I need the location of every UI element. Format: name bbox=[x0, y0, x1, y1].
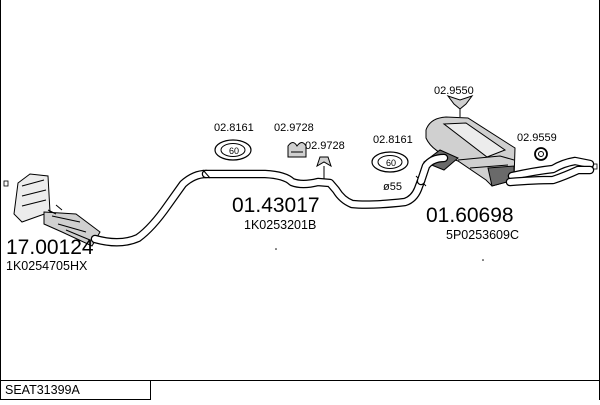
diagram-code: SEAT31399A bbox=[5, 383, 80, 397]
hanger-b-icon bbox=[316, 156, 332, 179]
rubber-mount-right-number: 02.8161 bbox=[373, 134, 413, 146]
front-pipe bbox=[90, 169, 211, 247]
catalyst-detail bbox=[21, 179, 47, 207]
catalyst-body bbox=[43, 211, 101, 247]
hanger-b-number: 02.9728 bbox=[305, 140, 345, 152]
catalyst-bolts bbox=[47, 204, 63, 215]
rubber-mount-left: 60 bbox=[214, 139, 252, 161]
rubber-mount-marking: 60 bbox=[229, 146, 239, 156]
end-marker-left bbox=[3, 180, 9, 187]
diameter-label: ø55 bbox=[383, 181, 402, 193]
rear-silencer-number: 01.60698 bbox=[426, 204, 514, 227]
top-bracket-icon bbox=[446, 95, 474, 117]
silencer-edge bbox=[457, 155, 515, 169]
side-ring-number: 02.9559 bbox=[517, 132, 557, 144]
dot-mark bbox=[275, 248, 277, 250]
top-bracket-number: 02.9550 bbox=[434, 85, 474, 97]
rear-silencer bbox=[422, 116, 516, 187]
rear-silencer-oem: 5P0253609C bbox=[446, 228, 519, 242]
rubber-mount-marking: 60 bbox=[386, 158, 396, 168]
hanger-a-number: 02.9728 bbox=[274, 122, 314, 134]
side-ring-icon bbox=[534, 147, 548, 161]
middle-pipe-oem: 1K0253201B bbox=[244, 218, 316, 232]
catalyst-oem: 1K0254705HX bbox=[6, 259, 88, 273]
silencer-top-face bbox=[442, 122, 507, 158]
catalyst-number: 17.00124 bbox=[6, 236, 94, 259]
pipe-joint bbox=[202, 169, 211, 179]
middle-pipe-number: 01.43017 bbox=[232, 194, 320, 217]
catalyst-assembly bbox=[13, 173, 101, 247]
rubber-mount-left-number: 02.8161 bbox=[214, 122, 254, 134]
hanger-a-icon bbox=[287, 142, 307, 158]
rubber-mount-right: 60 bbox=[371, 151, 409, 173]
dot-mark bbox=[482, 259, 484, 261]
catalyst-ribs bbox=[51, 215, 91, 241]
